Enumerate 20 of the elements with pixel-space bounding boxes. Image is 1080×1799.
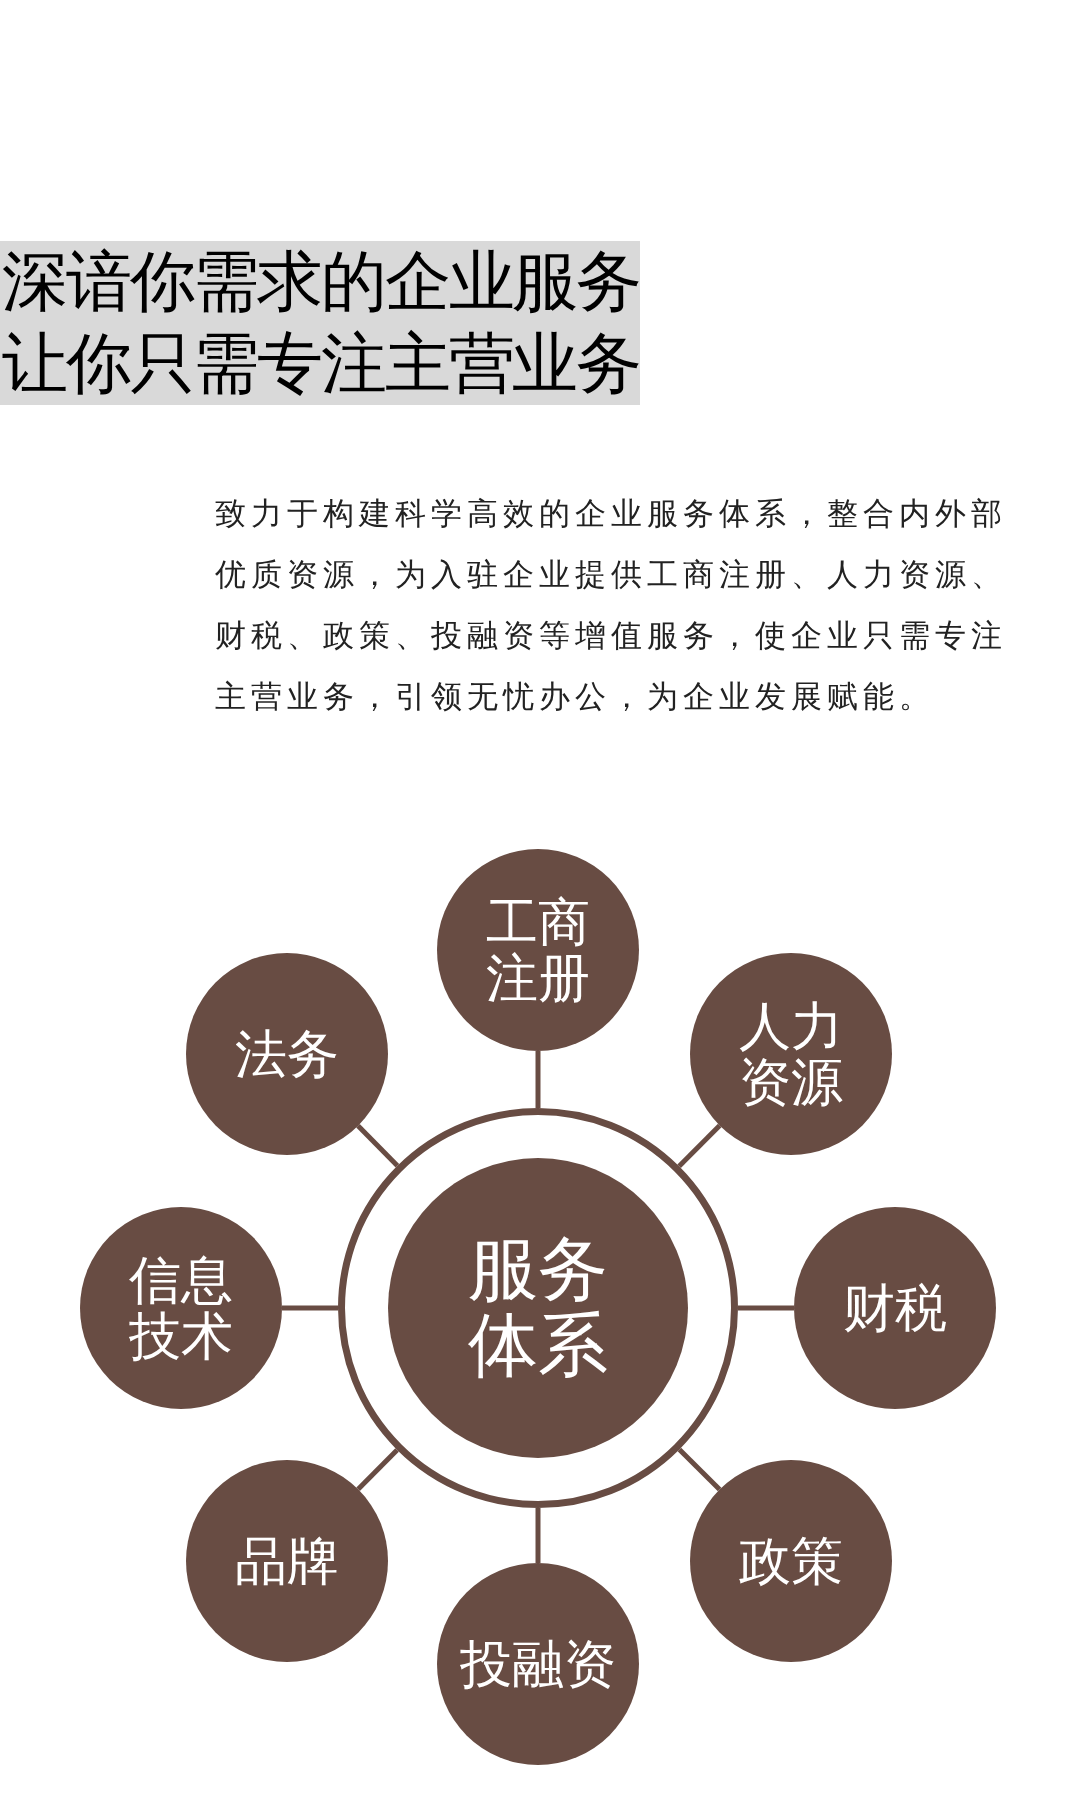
- connector-line: [356, 1124, 400, 1168]
- service-label: 人力资源: [738, 997, 844, 1111]
- service-label: 财税: [842, 1279, 948, 1337]
- service-label: 服务体系: [467, 1232, 609, 1384]
- service-label: 工商注册: [485, 893, 591, 1007]
- intro-paragraph: 致力于构建科学高效的企业服务体系，整合内外部优质资源，为入驻企业提供工商注册、人力资源、财税、政策、投融资等增值服务，使企业只需专注主营业务，引领无忧办公，为企业发展赋能。: [215, 494, 1008, 716]
- service-label: 品牌: [234, 1532, 340, 1590]
- connector-line: [282, 1305, 338, 1311]
- service-label: 法务: [234, 1025, 340, 1083]
- service-label: 投融资: [459, 1635, 617, 1693]
- connector-line: [677, 1447, 722, 1492]
- heading: 深谙你需求的企业服务让你只需专注主营业务: [0, 241, 640, 405]
- connector-line: [535, 1051, 541, 1108]
- ring-circle: [338, 1108, 738, 1508]
- connector-line: [677, 1123, 722, 1169]
- service-label: 政策: [738, 1532, 844, 1590]
- connector-line: [356, 1448, 399, 1492]
- service-label: 信息技术: [128, 1251, 234, 1365]
- connector-line: [535, 1508, 541, 1563]
- connector-line: [738, 1305, 794, 1311]
